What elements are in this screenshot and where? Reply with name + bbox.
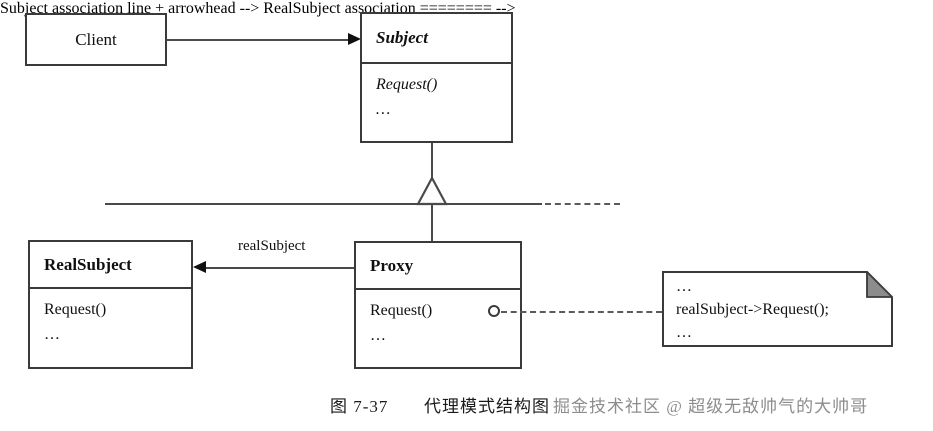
note-line-1: realSubject->Request();: [676, 301, 829, 319]
class-box-client[interactable]: Client: [25, 13, 167, 66]
generalization-horizontal-line: [105, 203, 542, 205]
figure-title: 代理模式结构图: [424, 397, 550, 416]
member-proxy-1: …: [370, 326, 388, 344]
note-box[interactable]: … realSubject->Request(); …: [662, 271, 893, 347]
note-text: … realSubject->Request(); …: [662, 271, 893, 347]
arrowhead-proxy-to-realsubject: [193, 261, 206, 273]
edge-proxy-to-realsubject-line: [199, 267, 354, 269]
class-name-client: Client: [75, 29, 117, 49]
member-proxy-0: Request(): [370, 302, 433, 319]
member-realsubject-1: …: [44, 325, 62, 343]
class-divider-subject: [362, 62, 511, 64]
generalization-stem-upper: [431, 143, 433, 178]
arrowhead-client-to-subject: [348, 33, 361, 45]
member-subject-0: Request(): [376, 76, 438, 93]
class-members-proxy: Request() …: [356, 290, 520, 349]
member-realsubject-0: Request(): [44, 301, 107, 318]
class-name-proxy: Proxy: [370, 255, 414, 275]
member-subject-1: …: [376, 100, 393, 118]
class-members-realsubject: Request() …: [30, 289, 191, 348]
class-box-realsubject[interactable]: RealSubject Request() …: [28, 240, 193, 369]
class-name-realsubject: RealSubject: [44, 254, 132, 274]
note-anchor-dashed-line: [501, 311, 662, 313]
generalization-horizontal-line-dashed: [545, 203, 620, 205]
class-box-proxy[interactable]: Proxy Request() …: [354, 241, 522, 369]
interface-lollipop-icon: [488, 305, 500, 317]
generalization-triangle-icon: [416, 176, 448, 206]
class-box-subject[interactable]: Subject Request() …: [360, 12, 513, 143]
note-line-2: …: [676, 324, 694, 342]
note-line-0: …: [676, 278, 694, 295]
generalization-stem-lower: [431, 204, 433, 242]
note-shape: [662, 271, 893, 347]
class-divider-proxy: [356, 288, 520, 290]
edge-client-to-subject-line: [166, 39, 353, 41]
edge-label-realsubject: realSubject: [238, 238, 306, 254]
class-members-subject: Request() …: [362, 64, 511, 123]
watermark-text: 掘金技术社区 @ 超级无敌帅气的大帅哥: [553, 397, 869, 416]
class-name-subject: Subject: [376, 28, 428, 47]
class-divider-realsubject: [30, 287, 191, 289]
figure-number: 图 7-37: [330, 397, 389, 416]
